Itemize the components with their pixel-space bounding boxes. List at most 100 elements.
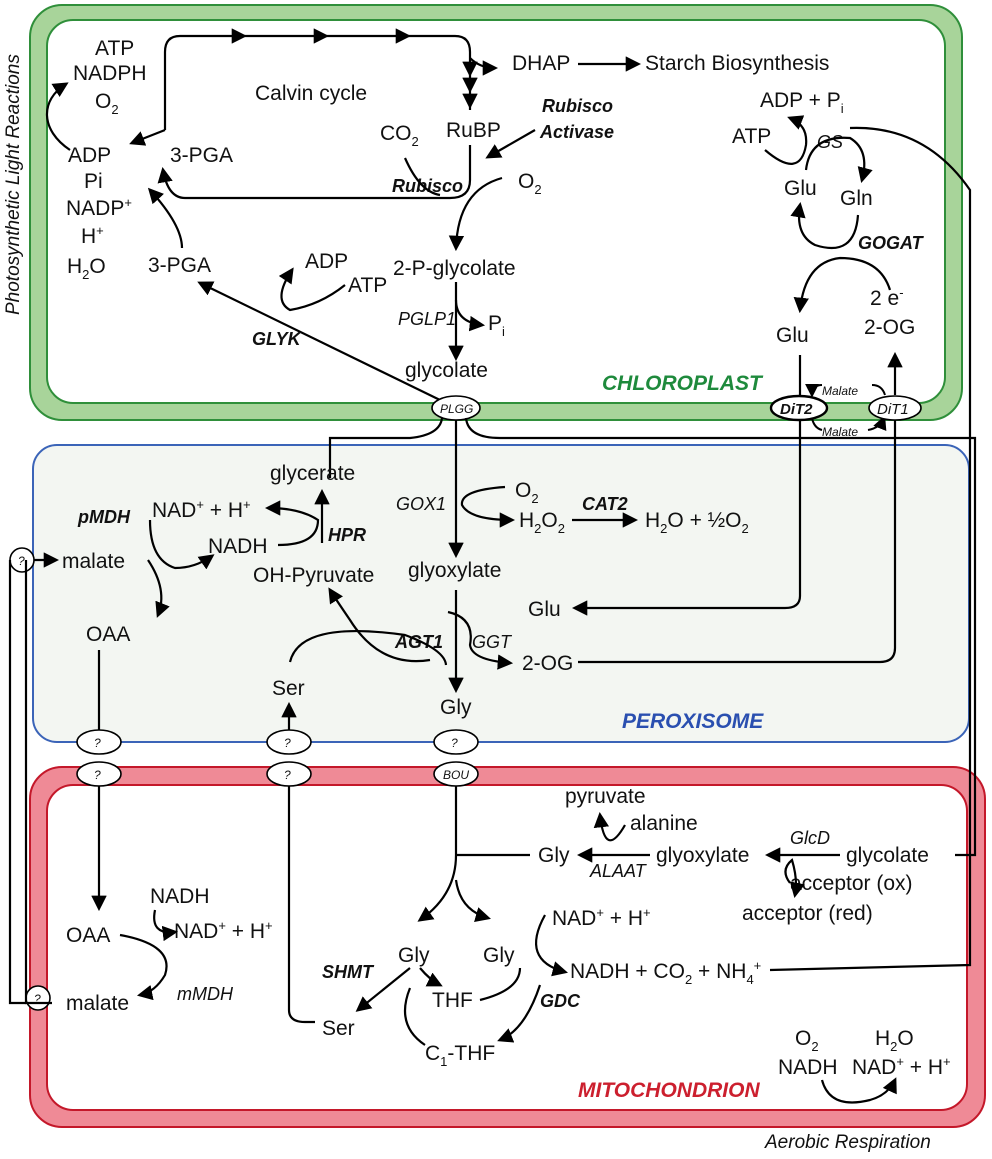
svg-text:DiT1: DiT1 [877,401,909,418]
svg-text:Gln: Gln [840,187,873,210]
svg-text:Ser: Ser [272,677,305,700]
svg-text:glycolate: glycolate [846,844,929,867]
svg-text:acceptor (ox): acceptor (ox) [790,872,913,895]
svg-text:H2O: H2O [875,1027,914,1054]
svg-text:PGLP1: PGLP1 [398,309,456,329]
svg-text:GlcD: GlcD [790,828,830,848]
peroxisome-label: PEROXISOME [622,710,764,733]
peroxisome-pathway: glycerate HPR NAD+ + H+ NADH pMDH malate… [62,417,977,857]
svg-text:glyoxylate: glyoxylate [656,844,749,867]
svg-text:malate: malate [66,992,129,1015]
svg-text:NADH: NADH [150,885,210,908]
svg-text:2 e-: 2 e- [870,285,904,310]
svg-text:CAT2: CAT2 [582,494,628,514]
svg-text:Malate: Malate [822,425,858,439]
svg-text:ATP: ATP [95,37,134,60]
chloroplast-label: CHLOROPLAST [602,372,764,395]
svg-text:NADH: NADH [778,1056,838,1079]
svg-text:GOGAT: GOGAT [858,233,925,253]
svg-text:ALAAT: ALAAT [589,861,648,881]
svg-text:OAA: OAA [66,924,110,947]
svg-text:mMDH: mMDH [177,984,234,1004]
svg-text:Pi: Pi [488,312,505,339]
mitochondrion-compartment [29,766,986,1128]
svg-text:pyruvate: pyruvate [565,785,646,808]
svg-text:O2: O2 [518,170,542,197]
svg-text:NAD+ + H+: NAD+ + H+ [152,497,251,522]
svg-text:SHMT: SHMT [322,962,375,982]
svg-text:Malate: Malate [822,384,858,398]
svg-text:GGT: GGT [472,632,513,652]
dit1-transporter: DiT1 [868,395,922,421]
svg-text:O2: O2 [795,1027,819,1054]
svg-text:3-PGA: 3-PGA [170,144,233,167]
svg-text:?: ? [284,768,291,782]
svg-text:Ser: Ser [322,1017,355,1040]
svg-text:HPR: HPR [328,525,366,545]
svg-text:Activase: Activase [539,122,614,142]
svg-text:?: ? [34,992,41,1006]
svg-text:malate: malate [62,550,125,573]
mitochondrion-pathway: pyruvate alanine Gly ALAAT glyoxylate Gl… [8,552,951,1104]
svg-text:DHAP: DHAP [512,52,570,75]
svg-text:2-OG: 2-OG [864,316,915,339]
svg-text:2-OG: 2-OG [522,652,573,675]
svg-text:NADPH: NADPH [73,62,147,85]
svg-text:GS: GS [817,132,843,152]
svg-text:Rubisco: Rubisco [392,176,463,196]
svg-text:?: ? [94,736,101,750]
svg-text:ATP: ATP [732,125,771,148]
nitrogen-reassimilation: ADP + Pi ATP GS Glu Gln GOGAT 2 e- Glu 2… [732,89,972,972]
svg-text:Rubisco: Rubisco [542,96,613,116]
svg-text:alanine: alanine [630,812,698,835]
dit2-transporter: DiT2 [769,394,829,422]
svg-text:H2O2: H2O2 [519,509,565,536]
svg-text:PLGG: PLGG [440,402,473,416]
glycerate-return-branch: 3-PGA GLYK ADP ATP [147,187,441,401]
svg-text:?: ? [18,554,25,568]
chloroplast-compartment [29,4,963,421]
oxygenation-branch: O2 2-P-glycolate PGLP1 Pi glycolate [393,170,542,382]
svg-text:Glu: Glu [776,324,809,347]
svg-text:NADP+: NADP+ [66,195,132,220]
svg-text:NAD+ + H+: NAD+ + H+ [174,918,273,943]
svg-text:DiT2: DiT2 [780,401,813,418]
svg-text:ADP: ADP [305,250,348,273]
svg-text:O2: O2 [95,90,119,117]
plgg-transporter: PLGG [431,395,481,421]
svg-text:NADH + CO2 + NH4+: NADH + CO2 + NH4+ [570,958,761,987]
svg-text:THF: THF [432,989,473,1012]
light-reactions-block: ATP NADPH O2 ADP Pi NADP+ H+ H2O [45,37,166,282]
svg-text:Glu: Glu [528,598,561,621]
svg-text:Glu: Glu [784,177,817,200]
svg-text:H+: H+ [81,223,104,248]
svg-text:CO2: CO2 [380,122,419,149]
svg-text:Gly: Gly [483,944,515,967]
aerobic-respiration-label: Aerobic Respiration [764,1132,931,1153]
svg-text:2-P-glycolate: 2-P-glycolate [393,257,516,280]
svg-text:Gly: Gly [398,944,430,967]
svg-text:C1-THF: C1-THF [425,1042,495,1069]
svg-text:NAD+ + H+: NAD+ + H+ [552,905,651,930]
svg-text:?: ? [451,736,458,750]
svg-text:ADP + Pi: ADP + Pi [760,89,844,116]
svg-text:O2: O2 [515,479,539,506]
photosynthetic-light-reactions-label: Photosynthetic Light Reactions [3,54,24,315]
svg-text:GOX1: GOX1 [396,494,446,514]
svg-text:Gly: Gly [538,844,570,867]
svg-text:pMDH: pMDH [77,507,131,527]
mitochondrion-label: MITOCHONDRION [578,1079,760,1102]
svg-text:acceptor (red): acceptor (red) [742,902,873,925]
svg-text:Pi: Pi [84,170,103,193]
svg-text:3-PGA: 3-PGA [148,254,211,277]
svg-text:glycerate: glycerate [270,462,355,485]
svg-text:ATP: ATP [348,274,387,297]
svg-text:NAD+ + H+: NAD+ + H+ [852,1054,951,1079]
svg-text:glyoxylate: glyoxylate [408,559,501,582]
svg-text:NADH: NADH [208,535,268,558]
svg-text:GDC: GDC [540,991,581,1011]
peroxisome-compartment [32,444,970,743]
svg-text:BOU: BOU [443,768,469,782]
svg-text:Gly: Gly [440,696,472,719]
